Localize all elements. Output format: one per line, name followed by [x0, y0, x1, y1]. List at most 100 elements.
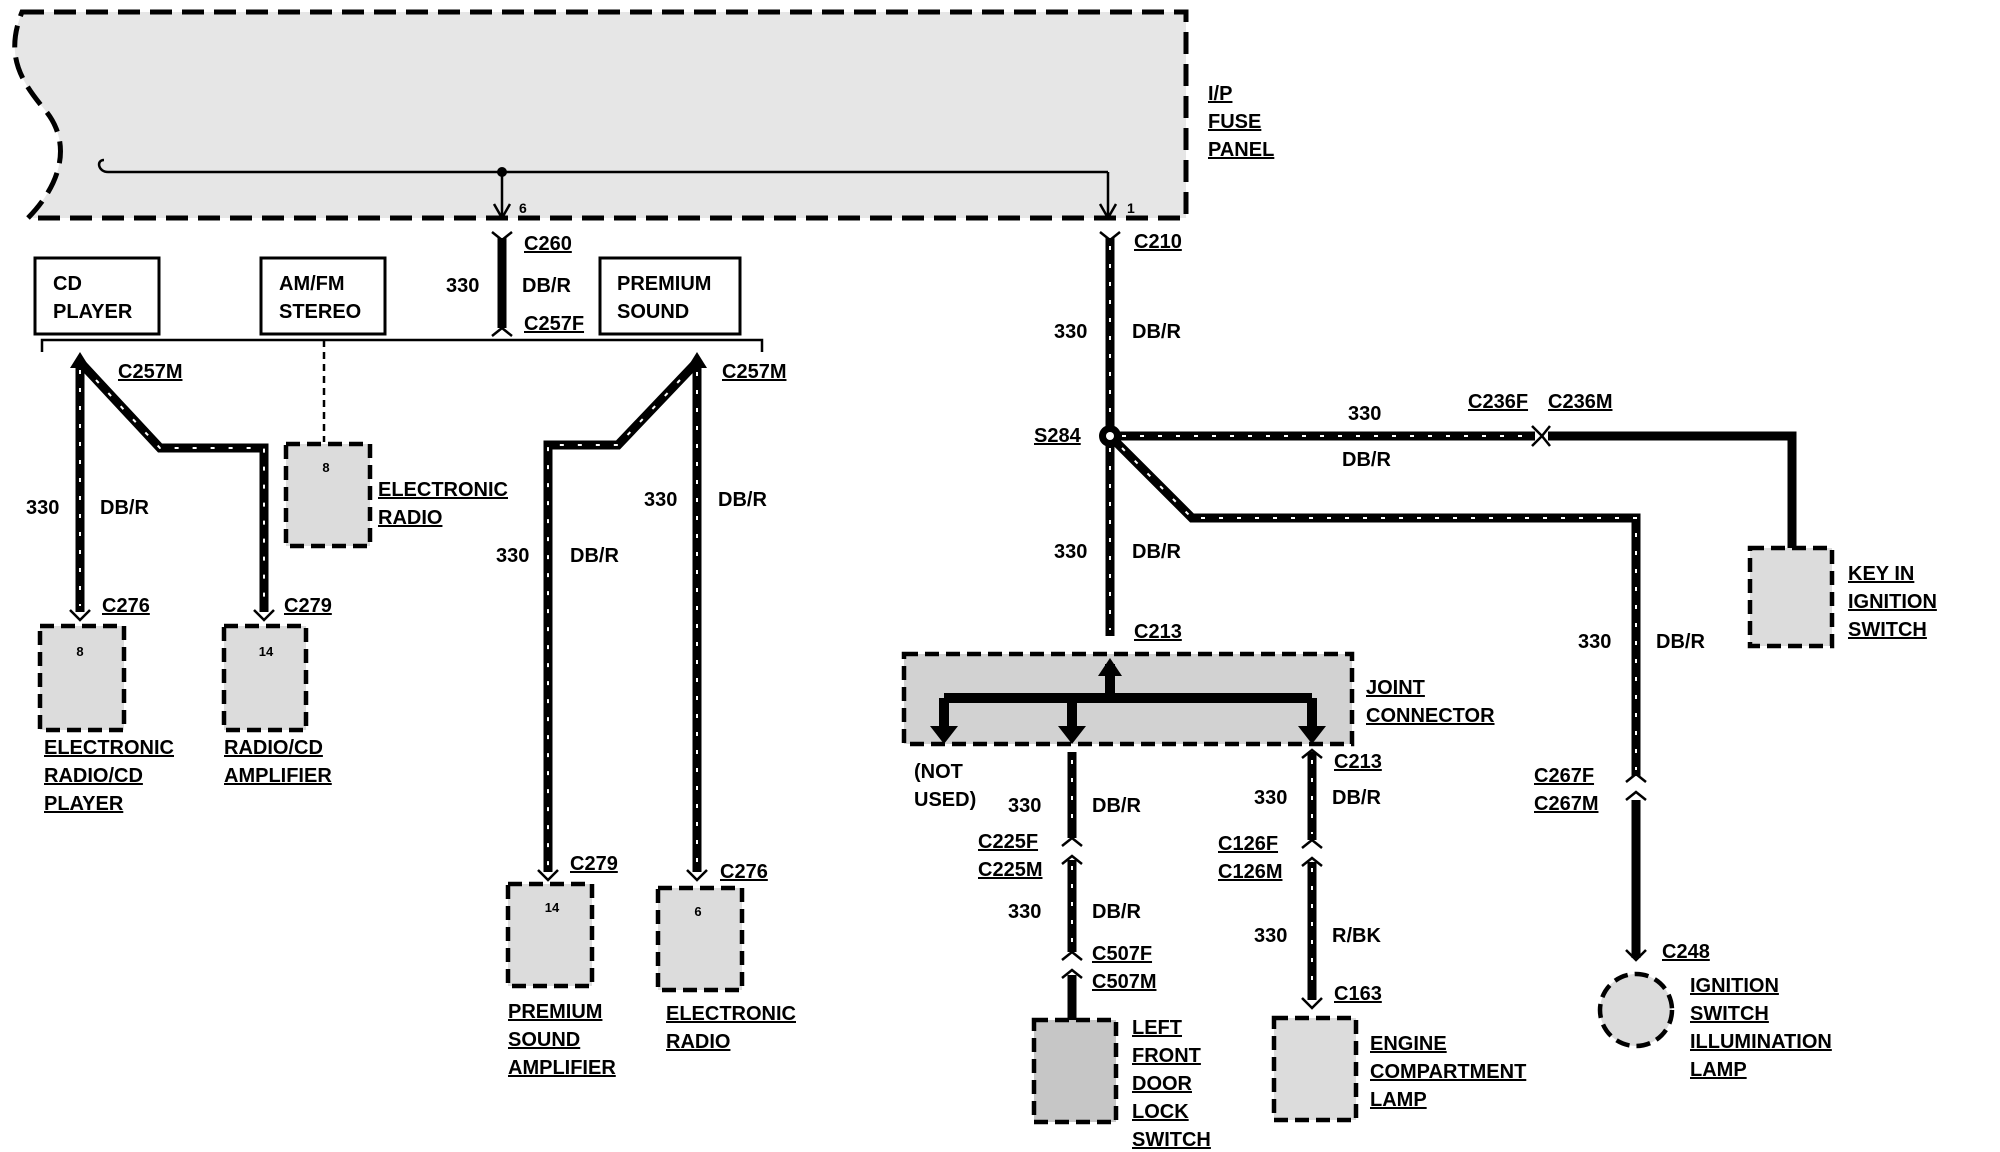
premium-sound-label-1: PREMIUM	[617, 273, 711, 295]
label-c507f: C507F	[1092, 943, 1152, 965]
label-c267f: C267F	[1534, 765, 1594, 787]
joint-connector-bus	[930, 658, 1326, 744]
circuit-c126-c163: 330	[1254, 925, 1287, 947]
wire-premium-amp-stripe	[547, 379, 681, 866]
electronic-radio-bottom-pin: 6	[694, 904, 701, 919]
premium-sound-amplifier-label-2: SOUND	[508, 1029, 580, 1051]
color-c260: DB/R	[522, 275, 571, 297]
c257f-symbol	[491, 326, 513, 337]
label-c126f: C126F	[1218, 833, 1278, 855]
wires	[75, 238, 1797, 1020]
cd-player-label-2: PLAYER	[53, 301, 133, 323]
label-c507m: C507M	[1092, 971, 1156, 993]
premium-sound-amplifier-label-3: AMPLIFIER	[508, 1057, 616, 1079]
wire-c236-key	[1548, 431, 1797, 548]
electronic-radio-top-label-1: ELECTRONIC	[378, 479, 508, 501]
not-used-label-1: (NOT	[914, 761, 963, 783]
color-s284-c236: DB/R	[1342, 449, 1391, 471]
ignition-switch-illumination-lamp-label-2: SWITCH	[1690, 1003, 1769, 1025]
color-c210: DB/R	[1132, 321, 1181, 343]
premium-sound-amplifier-component	[505, 881, 595, 989]
circuit-s284-c236: 330	[1348, 403, 1381, 425]
electronic-radio-cd-player-pin: 8	[76, 644, 83, 659]
fuse-drop-6	[492, 172, 512, 221]
c210-symbol	[1099, 231, 1121, 242]
left-front-door-lock-switch-component	[1031, 1017, 1119, 1125]
wire-left-amp	[76, 358, 269, 612]
c279-left-symbol	[253, 609, 275, 622]
cd-player-box	[33, 256, 161, 336]
color-c126-c163: R/BK	[1332, 925, 1381, 947]
color-premium-amp: DB/R	[570, 545, 619, 567]
radio-cd-amplifier-pin: 14	[259, 644, 274, 659]
label-c279-left: C279	[284, 595, 332, 617]
joint-connector-label-1: JOINT	[1366, 677, 1425, 699]
color-s284-c267: DB/R	[1656, 631, 1705, 653]
left-front-door-lock-switch-label-1: LEFT	[1132, 1017, 1182, 1039]
premium-sound-label-2: SOUND	[617, 301, 689, 323]
engine-compartment-lamp-label-3: LAMP	[1370, 1089, 1427, 1111]
wire-labels: 330 DB/R 330 DB/R 330 DB/R 330 DB/R 330 …	[26, 275, 1705, 947]
color-c225-c507: DB/R	[1092, 901, 1141, 923]
circuit-c225-top: 330	[1008, 795, 1041, 817]
label-c276-left: C276	[102, 595, 150, 617]
s284-splice-inner	[1106, 432, 1114, 440]
label-s284: S284	[1034, 425, 1082, 447]
label-c213-top: C213	[1134, 621, 1182, 643]
key-in-ignition-switch-label-1: KEY IN	[1848, 563, 1914, 585]
label-c126m: C126M	[1218, 861, 1282, 883]
fuse-pin-1: 1	[1127, 200, 1135, 216]
circuit-c210: 330	[1054, 321, 1087, 343]
c163-symbol	[1301, 997, 1323, 1010]
ignition-switch-illumination-lamp-component	[1597, 971, 1675, 1049]
c507-symbol	[1061, 950, 1083, 979]
ignition-switch-illumination-lamp-label-4: LAMP	[1690, 1059, 1747, 1081]
color-electronic-radio: DB/R	[718, 489, 767, 511]
label-c248: C248	[1662, 941, 1710, 963]
connector-symbols	[69, 231, 1647, 1010]
label-c236f: C236F	[1468, 391, 1528, 413]
label-c257m-right: C257M	[722, 361, 786, 383]
circuit-c260: 330	[446, 275, 479, 297]
label-c225f: C225F	[978, 831, 1038, 853]
color-s284-c213: DB/R	[1132, 541, 1181, 563]
key-in-ignition-switch-label-2: IGNITION	[1848, 591, 1937, 613]
circuit-c213-c126: 330	[1254, 787, 1287, 809]
label-c210: C210	[1134, 231, 1182, 253]
premium-sound-amplifier-label-1: PREMIUM	[508, 1001, 602, 1023]
label-c279-right: C279	[570, 853, 618, 875]
circuit-left-cd: 330	[26, 497, 59, 519]
label-c260: C260	[524, 233, 572, 255]
wire-premium-amp	[543, 358, 701, 872]
not-used-label-2: USED)	[914, 789, 976, 811]
key-in-ignition-switch-component	[1747, 545, 1835, 649]
fuse-panel-label-1: I/P	[1208, 83, 1232, 105]
color-c225-top: DB/R	[1092, 795, 1141, 817]
label-c276-right: C276	[720, 861, 768, 883]
label-c163: C163	[1334, 983, 1382, 1005]
radio-cd-amplifier-label-2: AMPLIFIER	[224, 765, 332, 787]
left-front-door-lock-switch-label-4: LOCK	[1132, 1101, 1189, 1123]
left-front-door-lock-switch-label-5: SWITCH	[1132, 1129, 1211, 1151]
label-c257f: C257F	[524, 313, 584, 335]
label-c213-right: C213	[1334, 751, 1382, 773]
ignition-switch-illumination-lamp-label-3: ILLUMINATION	[1690, 1031, 1832, 1053]
electronic-radio-cd-player-label-1: ELECTRONIC	[44, 737, 174, 759]
engine-compartment-lamp-label-2: COMPARTMENT	[1370, 1061, 1526, 1083]
color-c213-c126: DB/R	[1332, 787, 1381, 809]
label-c257m-left: C257M	[118, 361, 182, 383]
c257m-right-symbol	[687, 352, 707, 368]
fuse-panel	[12, 9, 1189, 221]
fuse-pin-6: 6	[519, 200, 527, 216]
am-fm-stereo-label-1: AM/FM	[279, 273, 345, 295]
premium-sound-amplifier-pin: 14	[545, 900, 560, 915]
c236-symbol	[1531, 425, 1551, 447]
electronic-radio-cd-player-component	[37, 623, 127, 733]
label-c267m: C267M	[1534, 793, 1598, 815]
c248-symbol	[1625, 949, 1647, 962]
c257m-left-symbol	[70, 352, 90, 368]
wire-s284-c267-stripe	[1121, 447, 1637, 770]
fuse-bus-curl	[97, 158, 109, 174]
am-fm-stereo-box	[259, 256, 387, 336]
